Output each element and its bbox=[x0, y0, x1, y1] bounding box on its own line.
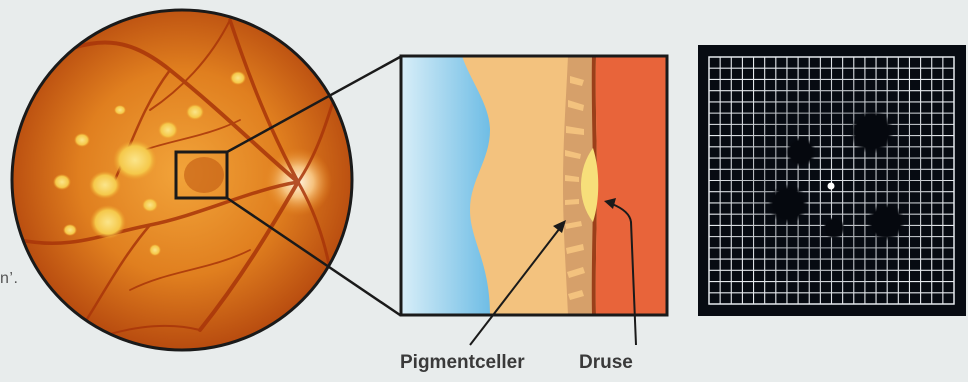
fundus-image bbox=[12, 10, 352, 350]
label-druse: Druse bbox=[579, 352, 633, 374]
label-pigment-cells: Pigmentceller bbox=[400, 352, 525, 374]
cut-off-caption: n’. bbox=[0, 270, 18, 288]
fixation-dot bbox=[828, 183, 835, 190]
amsler-grid bbox=[698, 45, 966, 316]
retina-cross-section bbox=[401, 56, 667, 315]
